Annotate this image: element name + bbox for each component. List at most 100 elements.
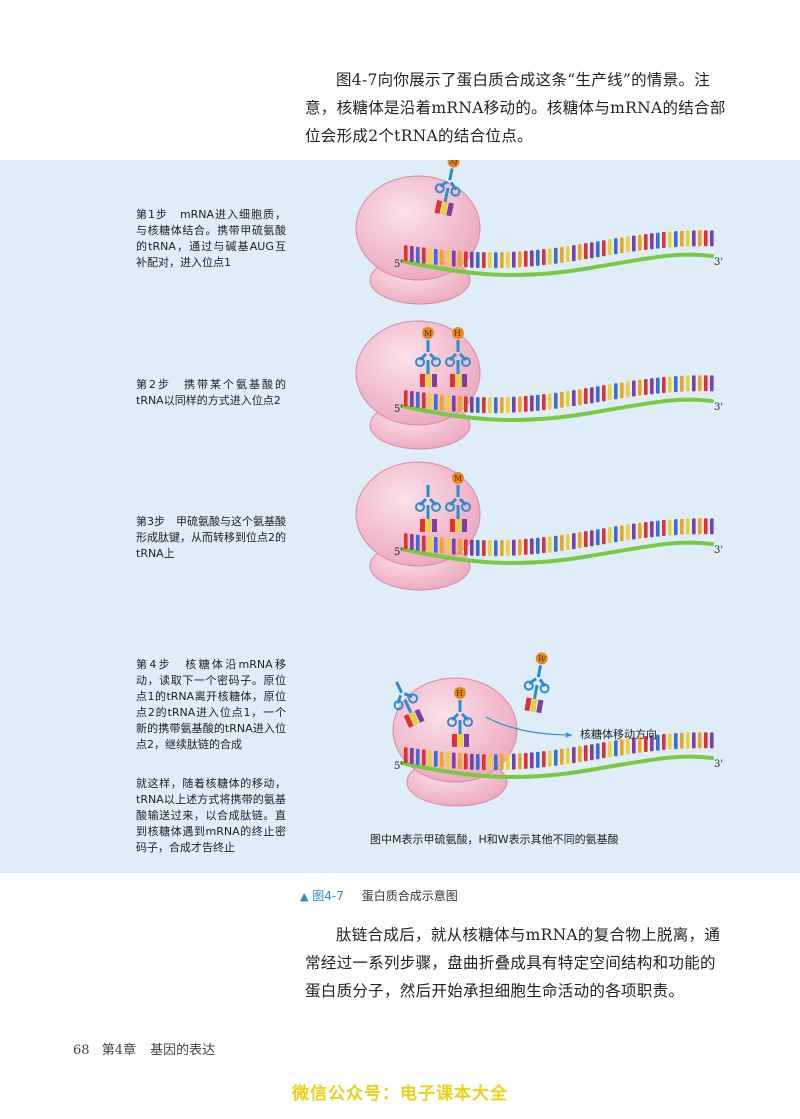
nucleotide-base [686, 375, 690, 392]
trna-loop [539, 683, 550, 694]
amino-acid-label: M [424, 329, 432, 338]
nucleotide-base [692, 518, 696, 535]
nucleotide-base [494, 754, 498, 771]
nucleotide-base [422, 392, 426, 409]
nucleotide-base [410, 246, 414, 263]
trna-loop [445, 357, 455, 367]
nucleotide-base [542, 537, 546, 554]
nucleotide-base [614, 238, 618, 255]
trna-molecule: M [415, 327, 441, 387]
nucleotide-base [644, 521, 648, 538]
nucleotide-base [542, 249, 546, 266]
outro-paragraph: 肽链合成后，就从核糖体与mRNA的复合物上脱离，通常经过一系列步骤，盘曲折叠成具… [305, 926, 721, 1000]
nucleotide-base [710, 230, 714, 247]
nucleotide-base [686, 230, 690, 247]
direction-arrowhead [565, 732, 572, 738]
trna-molecule [393, 681, 425, 728]
nucleotide-base [500, 397, 504, 414]
nucleotide-base [464, 396, 468, 413]
amino-acid [452, 327, 464, 339]
nucleotide-base [476, 539, 480, 556]
nucleotide-base [542, 394, 546, 411]
nucleotide-base [686, 518, 690, 535]
anticodon-base [458, 734, 463, 747]
amino-acid [422, 327, 434, 339]
three-prime-label: 3' [714, 402, 723, 413]
nucleotide-base [650, 735, 654, 752]
nucleotide-base [476, 396, 480, 413]
nucleotide-base [680, 518, 684, 535]
mrna-strand: 5'3' [394, 375, 723, 423]
nucleotide-base [608, 741, 612, 758]
mrna-backbone [400, 540, 714, 566]
nucleotide-base [710, 518, 714, 535]
nucleotide-base [536, 249, 540, 266]
direction-arrow [485, 716, 573, 736]
anticodon-base [536, 699, 544, 714]
anticodon-base [530, 698, 538, 713]
nucleotide-base [560, 391, 564, 408]
trna-molecule [415, 485, 441, 532]
anticodon-base [440, 201, 449, 216]
nucleotide-base [500, 252, 504, 269]
nucleotide-base [434, 750, 438, 767]
nucleotide-base [458, 396, 462, 413]
nucleotide-base [422, 749, 426, 766]
nucleotide-base [590, 530, 594, 547]
nucleotide-base [614, 740, 618, 757]
nucleotide-base [704, 230, 708, 247]
nucleotide-base [572, 747, 576, 764]
nucleotide-base [434, 393, 438, 410]
nucleotide-base [572, 245, 576, 262]
nucleotide-base [710, 375, 714, 392]
mrna-strand: 5'3' [394, 230, 723, 278]
mrna-backbone [400, 754, 714, 780]
step-3-description: 第3步 甲硫氨酸与这个氨基酸形成肽键，从而转移到位点2的tRNA上 [136, 515, 286, 560]
nucleotide-base [698, 518, 702, 535]
footer-chapter: 第4章 [101, 1043, 136, 1058]
anticodon-base [420, 374, 425, 387]
trna-molecule: M [445, 472, 471, 532]
anticodon-base [403, 713, 414, 728]
nucleotide-base [602, 742, 606, 759]
trna-clover [450, 700, 470, 736]
amino-acid [454, 687, 466, 699]
trna-molecule: H [447, 687, 473, 747]
nucleotide-base [626, 524, 630, 541]
nucleotide-base [476, 753, 480, 770]
page-footer: 68 第4章 基因的表达 [73, 1039, 215, 1058]
amino-acid-label: W [537, 654, 547, 664]
anticodon-base [450, 374, 455, 387]
nucleotide-base [572, 390, 576, 407]
anticodon-base [464, 734, 469, 747]
nucleotide-base [452, 752, 456, 769]
nucleotide-base [536, 751, 540, 768]
amino-acid [452, 472, 464, 484]
five-prime-label: 5' [394, 761, 403, 772]
nucleotide-base [482, 397, 486, 414]
nucleotide-base [446, 395, 450, 412]
nucleotide-base [674, 376, 678, 393]
nucleotide-base [458, 251, 462, 268]
nucleotide-base [530, 538, 534, 555]
nucleotide-base [554, 749, 558, 766]
nucleotide-base [488, 540, 492, 557]
figure-note: 图中M表示甲硫氨酸，H和W表示其他不同的氨基酸 [370, 833, 619, 846]
nucleotide-base [578, 244, 582, 261]
trna-molecule: M [434, 160, 461, 217]
anticodon-base [450, 519, 455, 532]
nucleotide-base [620, 739, 624, 756]
nucleotide-base [650, 521, 654, 538]
anticodon-base [462, 374, 467, 387]
nucleotide-base [662, 377, 666, 394]
nucleotide-base [500, 754, 504, 771]
nucleotide-base [458, 753, 462, 770]
nucleotide-base [596, 386, 600, 403]
anticodon-base [456, 374, 461, 387]
nucleotide-base [698, 732, 702, 749]
nucleotide-base [524, 250, 528, 267]
nucleotide-base [452, 395, 456, 412]
nucleotide-base [578, 532, 582, 549]
nucleotide-base [494, 397, 498, 414]
